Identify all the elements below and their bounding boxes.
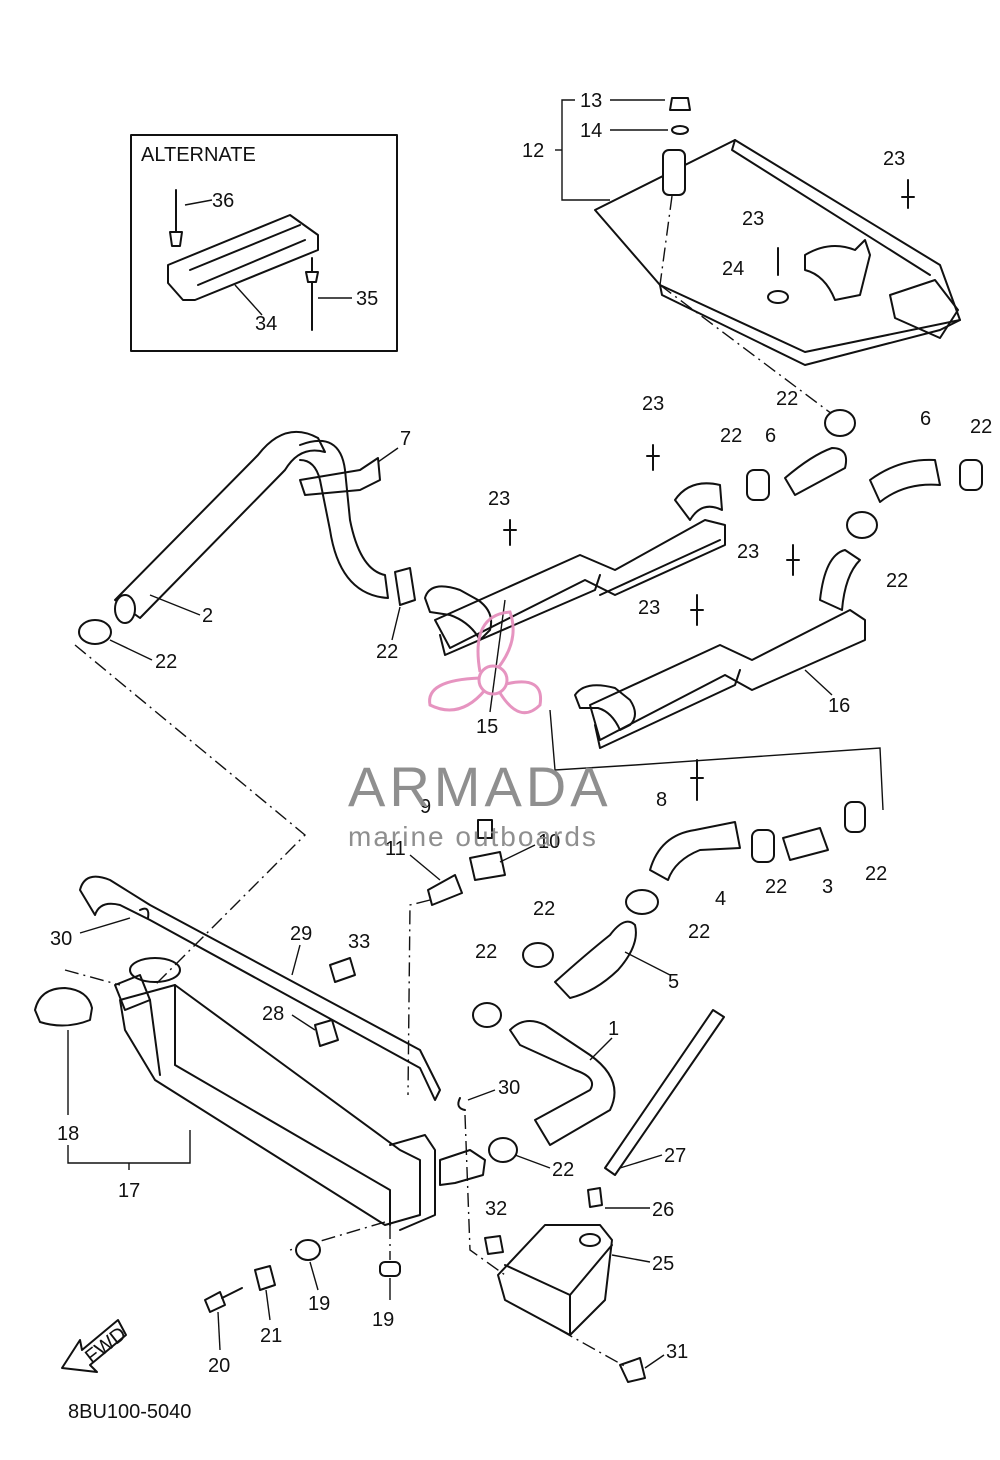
cover-plate <box>594 139 961 366</box>
callout-25: 25 <box>652 1253 674 1275</box>
callout-19b: 19 <box>372 1309 394 1331</box>
callout-2: 2 <box>202 605 213 627</box>
exhaust-pipe-15 <box>424 482 726 656</box>
callout-34: 34 <box>255 313 277 335</box>
callout-13: 13 <box>580 90 602 112</box>
callout-12: 12 <box>522 140 544 162</box>
callout-30a: 30 <box>50 928 72 950</box>
reservoir-tank <box>497 1187 613 1336</box>
callout-30b: 30 <box>498 1077 520 1099</box>
callout-8: 8 <box>656 789 667 811</box>
callout-35: 35 <box>356 288 378 310</box>
forward-arrow-icon: FWD <box>61 1319 131 1373</box>
callout-23a: 23 <box>883 148 905 170</box>
callout-6a: 6 <box>765 425 776 447</box>
watermark-tagline: marine outboards <box>348 821 598 852</box>
callout-27: 27 <box>664 1145 686 1167</box>
callout-22a: 22 <box>155 651 177 673</box>
callout-29: 29 <box>290 923 312 945</box>
watermark: ARMADA marine outboards <box>348 610 612 852</box>
callout-10: 10 <box>538 831 560 853</box>
callout-7: 7 <box>400 428 411 450</box>
callout-4: 4 <box>715 888 726 910</box>
callout-31: 31 <box>666 1341 688 1363</box>
callout-14: 14 <box>580 120 602 142</box>
callout-1: 1 <box>608 1018 619 1040</box>
callout-23b: 23 <box>742 208 764 230</box>
callout-23e: 23 <box>737 541 759 563</box>
callout-21: 21 <box>260 1325 282 1347</box>
callout-23f: 23 <box>638 597 660 619</box>
callout-36: 36 <box>212 190 234 212</box>
exhaust-pipe-16 <box>574 549 866 749</box>
callout-5: 5 <box>668 971 679 993</box>
callout-33: 33 <box>348 931 370 953</box>
callout-15: 15 <box>476 716 498 738</box>
alternate-label: ALTERNATE <box>141 144 256 166</box>
callout-22b: 22 <box>376 641 398 663</box>
callout-17: 17 <box>118 1180 140 1202</box>
armada-logo-icon <box>428 610 543 715</box>
callout-16: 16 <box>828 695 850 717</box>
callout-32: 32 <box>485 1198 507 1220</box>
callout-18: 18 <box>57 1123 79 1145</box>
watermark-brand: ARMADA <box>348 755 612 818</box>
callout-22c: 22 <box>776 388 798 410</box>
callout-22k: 22 <box>475 941 497 963</box>
callout-28: 28 <box>262 1003 284 1025</box>
drawing-code: 8BU100-5040 <box>68 1401 191 1423</box>
callout-23c: 23 <box>488 488 510 510</box>
callout-26: 26 <box>652 1199 674 1221</box>
callout-22e: 22 <box>970 416 992 438</box>
callout-11: 11 <box>385 838 406 860</box>
callout-22d: 22 <box>720 425 742 447</box>
callout-22l: 22 <box>552 1159 574 1181</box>
alternate-inset: ALTERNATE 36 35 34 <box>130 134 398 352</box>
oil-cooler <box>114 957 486 1231</box>
callout-9: 9 <box>420 796 431 818</box>
callout-22f: 22 <box>886 570 908 592</box>
callout-22h: 22 <box>865 863 887 885</box>
callout-23d: 23 <box>642 393 664 415</box>
callout-19a: 19 <box>308 1293 330 1315</box>
callout-22i: 22 <box>688 921 710 943</box>
callout-24: 24 <box>722 258 744 280</box>
callout-20: 20 <box>208 1355 230 1377</box>
callout-22j: 22 <box>533 898 555 920</box>
callout-22g: 22 <box>765 876 787 898</box>
callout-3: 3 <box>822 876 833 898</box>
callout-6b: 6 <box>920 408 931 430</box>
hose-2 <box>114 430 389 624</box>
